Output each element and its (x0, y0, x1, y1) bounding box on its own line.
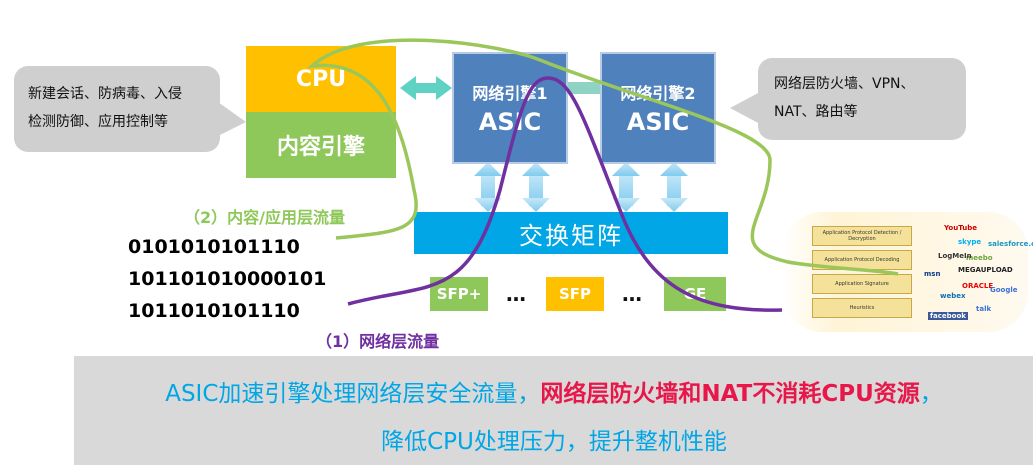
logo-msn: msn (924, 270, 941, 278)
logo-youtube: YouTube (944, 224, 977, 232)
layer-heuristics: Heuristics (812, 298, 912, 318)
logo-google: Google (990, 286, 1018, 294)
binary-line-3: 1011010101110 (128, 300, 300, 322)
logo-salesforce: salesforce.com (988, 240, 1033, 248)
ellipsis-2: … (622, 282, 643, 306)
switch-fabric: 交换矩阵 (414, 212, 728, 254)
asic-engine-2-label: ASIC (626, 108, 690, 136)
logo-webex: webex (940, 292, 966, 300)
right-callout: 网络层防火墙、VPN、 NAT、路由等 (758, 58, 966, 140)
net-flow-label: （1）网络层流量 (316, 332, 440, 351)
left-callout-line1: 新建会话、防病毒、入侵 (28, 86, 182, 102)
asic-engine-1-title: 网络引擎1 (472, 84, 548, 103)
right-callout-line1: 网络层防火墙、VPN、 (774, 76, 915, 92)
layer-signature: Application Signature (812, 274, 912, 294)
port-sfp-plus: SFP+ (430, 277, 488, 311)
ellipsis-1: … (506, 282, 527, 306)
summary-line-1-part1: ASIC加速引擎处理网络层安全流量， (165, 381, 541, 407)
summary-line-2: 降低CPU处理压力，提升整机性能 (381, 429, 727, 455)
logo-oracle: ORACLE (962, 282, 994, 290)
left-callout-line2: 检测防御、应用控制等 (28, 114, 168, 130)
asic-engine-2-title: 网络引擎2 (620, 84, 696, 103)
switch-arrows (474, 162, 688, 212)
logo-logmein: LogMeIn (938, 252, 972, 260)
asic-engine-2: 网络引擎2 ASIC (600, 52, 716, 164)
asic-engine-1: 网络引擎1 ASIC (452, 52, 568, 164)
asic-engine-1-label: ASIC (478, 108, 542, 136)
left-callout: 新建会话、防病毒、入侵 检测防御、应用控制等 (14, 66, 220, 152)
binary-line-2: 101101010000101 (128, 268, 327, 290)
port-ge: GE (664, 277, 726, 311)
app-flow-label: （2）内容/应用层流量 (184, 208, 345, 227)
logo-skype: skype (958, 238, 982, 246)
right-bubble-pointer (730, 92, 760, 124)
left-bubble-pointer (218, 102, 246, 136)
layer-decoding: Application Protocol Decoding (812, 250, 912, 270)
summary-line-1-part2: 网络层防火墙和NAT不消耗CPU资源 (540, 381, 920, 407)
summary-line-1: ASIC加速引擎处理网络层安全流量，网络层防火墙和NAT不消耗CPU资源， (74, 374, 1033, 408)
asic-link (564, 82, 604, 94)
content-engine-block: 内容引擎 (246, 112, 396, 178)
logo-megaupload: MEGAUPLOAD (958, 266, 1013, 274)
logo-meebo: meebo (966, 254, 993, 262)
binary-line-1: 0101010101110 (128, 236, 300, 258)
cpu-asic-arrow (400, 76, 452, 100)
summary-banner: ASIC加速引擎处理网络层安全流量，网络层防火墙和NAT不消耗CPU资源， 降低… (74, 356, 1033, 465)
logo-talk: talk (976, 305, 992, 313)
cpu-block: CPU (246, 46, 396, 112)
logo-facebook: facebook (928, 312, 968, 320)
right-callout-line2: NAT、路由等 (774, 104, 858, 120)
layer-detection: Application Protocol Detection / Decrypt… (812, 226, 912, 246)
summary-line-1-part3: ， (919, 381, 943, 407)
port-sfp: SFP (546, 277, 604, 311)
